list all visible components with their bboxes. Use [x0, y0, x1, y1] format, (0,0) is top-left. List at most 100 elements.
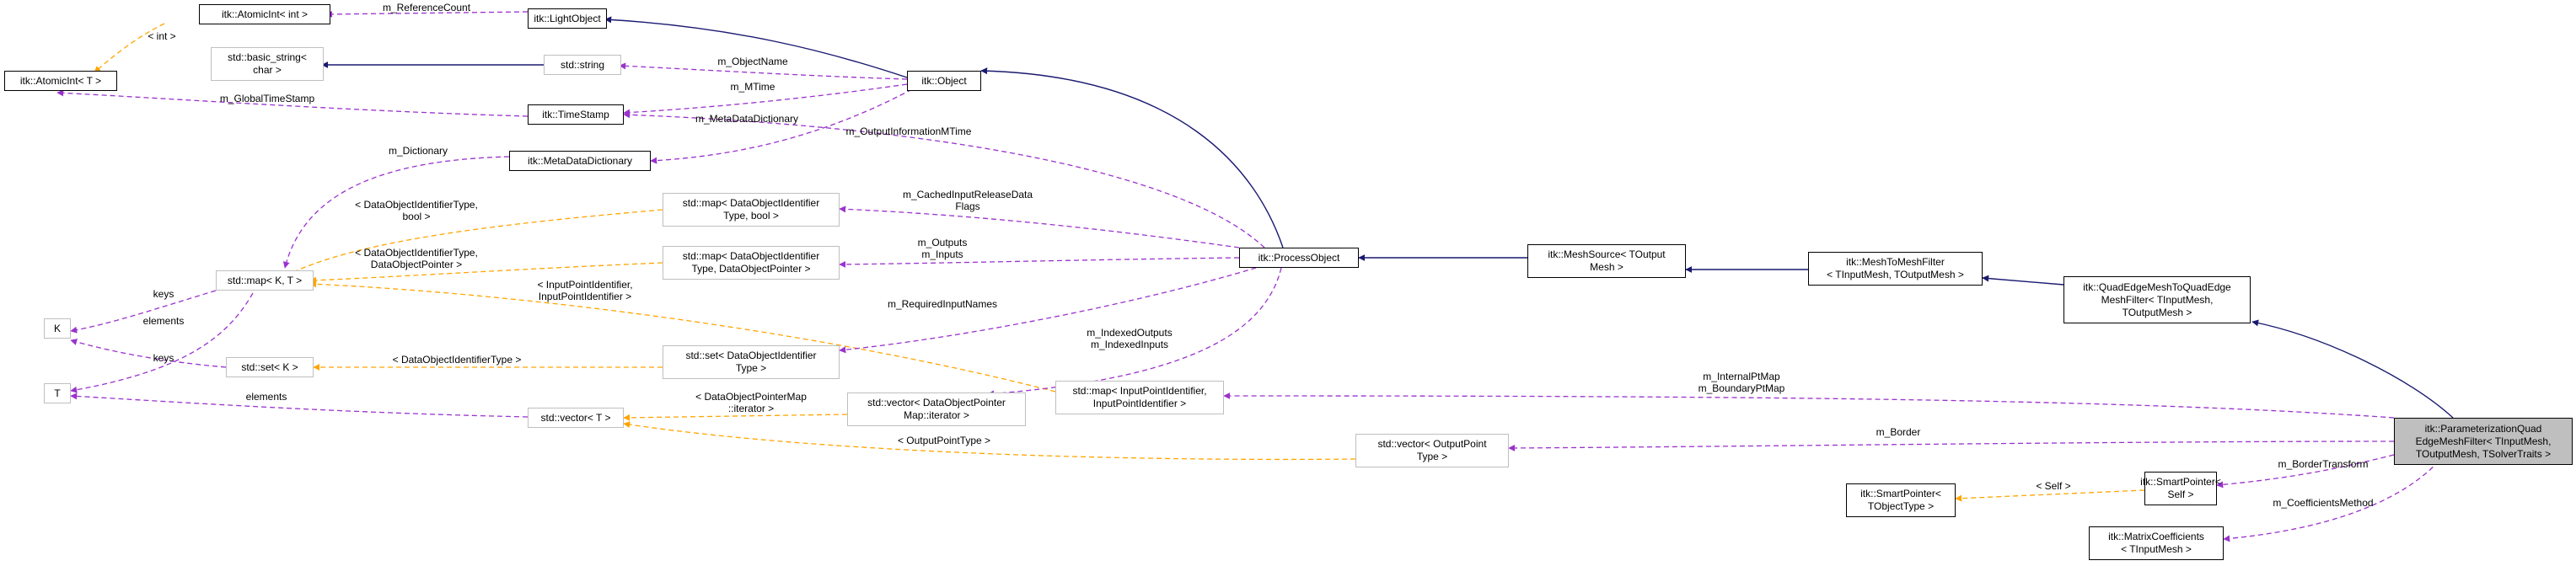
edge-label-line: keys [153, 352, 174, 364]
node-text-line: std::basic_string< [228, 51, 307, 63]
node-text-line: char > [253, 64, 282, 76]
node-text-line: MeshFilter< TInputMesh, [2101, 293, 2214, 306]
label-m-coefficientsmethod: m_CoefficientsMethod [2273, 497, 2373, 509]
edge-label-line: m_IndexedOutputs [1087, 327, 1173, 339]
node-smartpointer-tobject[interactable]: itk::SmartPointer<TObjectType > [1846, 483, 1956, 517]
node-text-line: itk::MetaDataDictionary [527, 154, 633, 167]
edge-label-line: m_ObjectName [717, 56, 788, 67]
edge-label-line: bool > [402, 211, 431, 222]
node-text-line: Mesh > [1590, 261, 1623, 273]
edge-label-line: m_BoundaryPtMap [1698, 382, 1785, 394]
label-int-arg: < int > [148, 30, 175, 42]
edge-label-line: m_OutputInformationMTime [845, 125, 972, 137]
edge-inherit-processobject-object [980, 67, 1284, 248]
label-dataobj-bool-arg: < DataObjectIdentifierType,bool > [355, 199, 478, 222]
node-text-line: std::map< DataObjectIdentifier [682, 250, 820, 262]
label-dataobj-ptr-arg: < DataObjectIdentifierType,DataObjectPoi… [355, 247, 478, 270]
node-text-line: itk::Object [921, 74, 967, 87]
node-text-line: itk::ProcessObject [1258, 251, 1340, 264]
node-text-line: itk::MeshToMeshFilter [1846, 256, 1945, 268]
node-text-line: itk::MatrixCoefficients [2108, 531, 2204, 542]
node-std-string[interactable]: std::string [544, 55, 621, 75]
node-map-inputpoint[interactable]: std::map< InputPointIdentifier,InputPoin… [1055, 381, 1224, 414]
edge-use-objectname [619, 62, 908, 80]
node-vector-t[interactable]: std::vector< T > [528, 408, 624, 428]
edge-use-dictionary [282, 156, 510, 269]
edge-use-coefficientsmethod [2223, 454, 2445, 542]
node-processobject[interactable]: itk::ProcessObject [1239, 248, 1359, 268]
label-m-requiredinputnames: m_RequiredInputNames [888, 298, 997, 310]
label-m-dictionary: m_Dictionary [389, 145, 448, 157]
node-text-line: < TInputMesh > [2121, 543, 2192, 555]
edge-tpl-vector-dataobjmap [623, 414, 848, 421]
node-text-line: Self > [2167, 489, 2194, 500]
node-text-line: InputPointIdentifier > [1092, 398, 1187, 409]
edge-inherit-param-quadedge [2251, 319, 2454, 419]
edge-label-line: m_GlobalTimeStamp [219, 93, 315, 104]
node-lightobject[interactable]: itk::LightObject [528, 8, 607, 29]
node-object[interactable]: itk::Object [907, 71, 981, 91]
edge-use-elements-2 [70, 392, 529, 418]
edge-label-line: m_MTime [730, 81, 775, 93]
edge-label-line: elements [245, 391, 287, 403]
node-set-k[interactable]: std::set< K > [226, 357, 314, 377]
node-atomicint-int[interactable]: itk::AtomicInt< int > [199, 4, 330, 24]
edge-label-line: < DataObjectIdentifierType, [355, 199, 478, 211]
node-map-k-t[interactable]: std::map< K, T > [216, 270, 314, 291]
node-meshtomeshfilter[interactable]: itk::MeshToMeshFilter< TInputMesh, TOutp… [1808, 252, 1983, 286]
node-text-line: itk::MeshSource< TOutput [1548, 248, 1666, 260]
node-text-line: K [53, 322, 61, 334]
node-smartpointer-self[interactable]: itk::SmartPointer<Self > [2140, 472, 2221, 505]
node-text-line: Type > [735, 362, 767, 374]
node-matrixcoefficients[interactable]: itk::MatrixCoefficients< TInputMesh > [2089, 526, 2224, 560]
edge-use-keys-1 [70, 290, 217, 334]
node-text-line: itk::LightObject [534, 12, 601, 24]
node-atomicint-t[interactable]: itk::AtomicInt< T > [4, 71, 117, 91]
label-inputpoint-arg: < InputPointIdentifier,InputPointIdentif… [537, 279, 632, 302]
edge-use-internal-boundary [1223, 392, 2395, 419]
node-text-line: TObjectType > [1867, 500, 1935, 512]
edge-use-metadatadictionary [650, 88, 913, 164]
label-m-bordertransform: m_BorderTransform [2278, 458, 2369, 470]
label-m-globaltimestamp: m_GlobalTimeStamp [220, 93, 314, 104]
node-text-line: EdgeMeshFilter< TInputMesh, [2415, 435, 2552, 447]
node-metadatadictionary[interactable]: itk::MetaDataDictionary [509, 151, 651, 171]
edge-inherit-object-lightobject [604, 16, 908, 78]
node-text-line: itk::TimeStamp [542, 108, 609, 120]
edge-tpl-map-bool [284, 209, 663, 277]
edge-label-line: DataObjectPointer > [370, 259, 463, 270]
node-k[interactable]: K [44, 318, 71, 339]
node-text-line: itk::QuadEdgeMeshToQuadEdge [2083, 280, 2231, 293]
label-keys-1: keys [153, 288, 174, 300]
edge-use-cachedinputrelease [839, 206, 1240, 248]
edge-use-keys-2 [70, 339, 227, 368]
node-basic-string[interactable]: std::basic_string<char > [211, 47, 324, 81]
edge-label-line: m_CachedInputReleaseData [902, 189, 1033, 200]
node-text-line: itk::SmartPointer< [2140, 476, 2221, 488]
node-text-line: Type, bool > [723, 210, 779, 222]
node-text-line: T [54, 387, 61, 399]
node-timestamp[interactable]: itk::TimeStamp [528, 104, 624, 125]
edge-label-line: m_Inputs [921, 248, 963, 260]
edge-label-line: < DataObjectIdentifierType > [392, 354, 522, 366]
label-m-objectname: m_ObjectName [717, 56, 787, 67]
node-text-line: std::vector< DataObjectPointer [867, 397, 1006, 408]
label-m-border: m_Border [1876, 426, 1921, 438]
label-self-arg: < Self > [2036, 480, 2070, 492]
node-t[interactable]: T [44, 383, 71, 403]
edge-use-outputs-inputs [839, 257, 1240, 268]
edge-label-line: m_Outputs [917, 237, 968, 248]
node-text-line: Type, DataObjectPointer > [691, 263, 811, 275]
label-elements-1: elements [143, 315, 185, 327]
